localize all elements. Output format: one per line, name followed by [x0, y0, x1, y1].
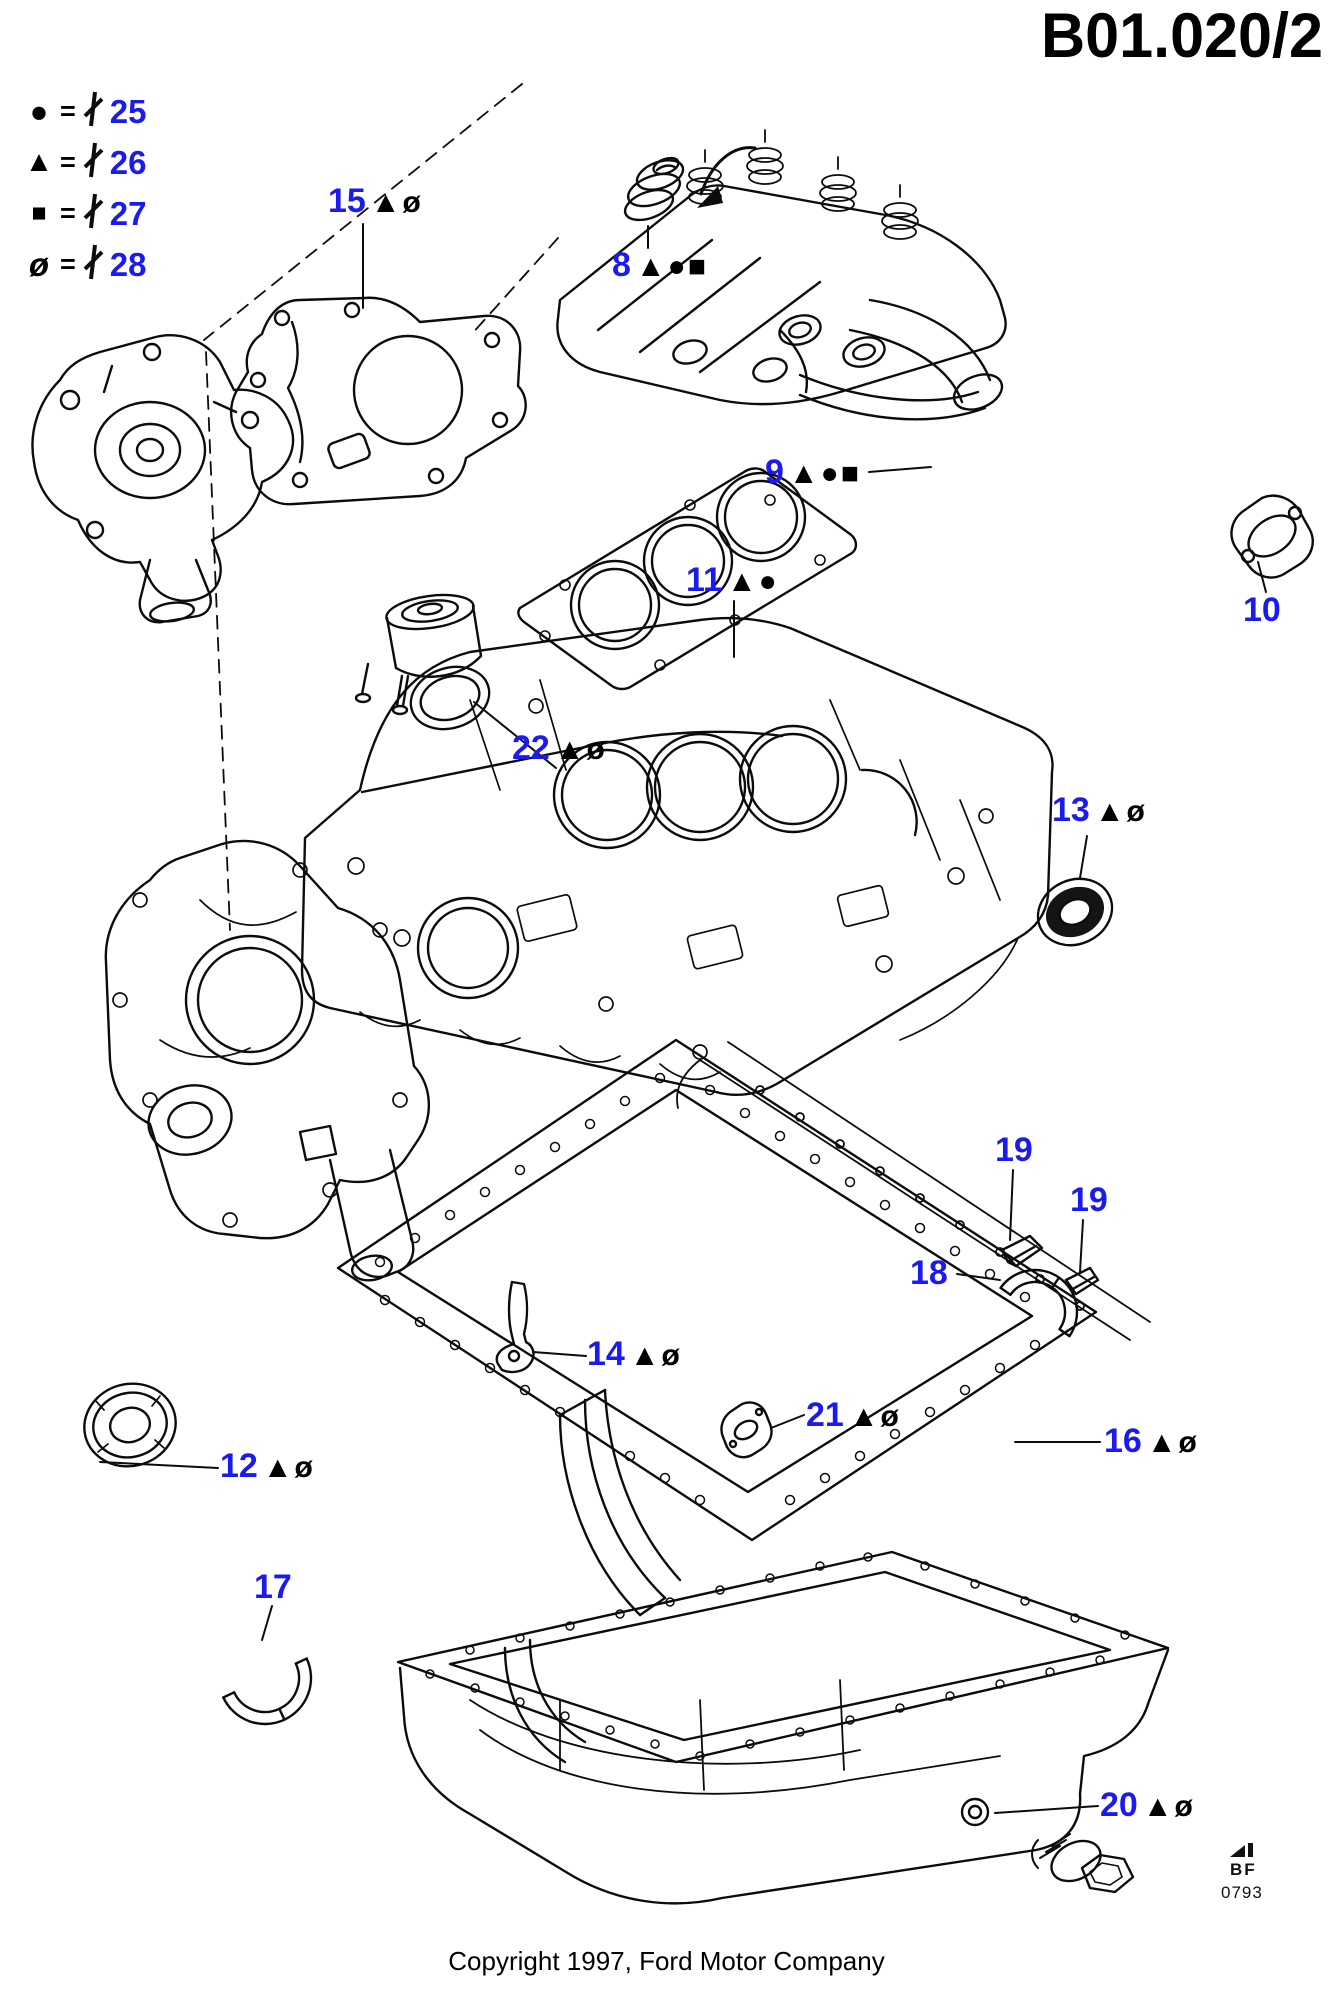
callout-20: 20▲ø	[1100, 1786, 1195, 1824]
page-title: B01.020/2	[1040, 1, 1323, 71]
part-ref-slash-icon	[82, 192, 104, 235]
callout-21: 21▲ø	[806, 1396, 901, 1434]
equals-sign: =	[60, 198, 76, 228]
water-pump	[31, 334, 295, 624]
legend-ref-number: 25	[109, 92, 147, 130]
exhaust-flange-gasket	[1230, 494, 1314, 579]
small-flange-gasket	[720, 1401, 773, 1459]
oil-pan	[396, 1550, 1170, 1905]
legend-ref-number: 28	[109, 245, 147, 283]
legend-diameter-symbol: ø	[28, 245, 50, 283]
legend-ref-number: 27	[109, 194, 147, 232]
legend-row: ▲ = 26	[20, 137, 147, 188]
equals-sign: =	[60, 249, 76, 279]
ford-plate-mark-icon	[1230, 1843, 1253, 1857]
legend-row: ø = 28	[20, 239, 147, 290]
head-gasket	[517, 467, 858, 691]
part-ref-slash-icon	[82, 243, 104, 286]
plate-code: 0793	[1221, 1883, 1263, 1902]
callout-17: 17	[254, 1568, 292, 1606]
callout-12: 12▲ø	[220, 1447, 315, 1485]
valve-stem-seal	[623, 156, 685, 222]
cylinder-head-assembly	[556, 129, 1007, 421]
callout-16: 16▲ø	[1104, 1422, 1199, 1460]
callout-13: 13▲ø	[1052, 791, 1147, 829]
legend-row: ● = 25	[20, 86, 147, 137]
equals-sign: =	[60, 96, 76, 126]
alignment-dashed-lines	[203, 83, 559, 931]
legend-square-symbol: ■	[31, 199, 47, 227]
leader-lines	[99, 223, 1267, 1814]
legend-triangle-symbol: ▲	[24, 146, 54, 178]
callout-14: 14▲ø	[587, 1335, 682, 1373]
gasket-bracket	[495, 1280, 535, 1374]
engine-block	[300, 616, 1054, 1096]
plate-mark-text: BF	[1230, 1860, 1257, 1879]
part-ref-slash-icon	[82, 141, 104, 184]
copyright-line: Copyright 1997, Ford Motor Company	[448, 1946, 885, 1976]
drain-plug	[1031, 1833, 1135, 1894]
timing-cover	[104, 839, 430, 1282]
equals-sign: =	[60, 147, 76, 177]
main-bearing-upper	[999, 1268, 1079, 1338]
callout-22: 22▲ø	[512, 729, 607, 767]
legend-ref-number: 26	[109, 143, 147, 181]
water-pump-gasket	[229, 296, 527, 506]
legend-circle-symbol: ●	[29, 93, 49, 129]
callout-9: 9▲●■	[765, 453, 861, 491]
legend-row: ■ = 27	[20, 188, 147, 239]
crankshaft-front-seal	[83, 1382, 177, 1468]
oil-pan-gasket	[336, 1038, 1151, 1617]
crankshaft-rear-seal	[1036, 877, 1114, 947]
callout-8: 8▲●■	[612, 246, 708, 284]
callout-18: 18	[910, 1254, 948, 1292]
callout-19b: 19	[1070, 1181, 1108, 1219]
oil-cooler	[354, 593, 491, 731]
symbol-legend: ● = 25 ▲ = 26 ■ = 27 ø = 28	[20, 86, 147, 290]
callout-15: 15▲ø	[328, 182, 423, 220]
callout-19a: 19	[995, 1131, 1033, 1169]
part-ref-slash-icon	[82, 90, 104, 133]
callout-10: 10	[1243, 591, 1281, 629]
callout-11: 11▲●	[686, 561, 779, 599]
main-bearing-lower	[222, 1657, 313, 1726]
